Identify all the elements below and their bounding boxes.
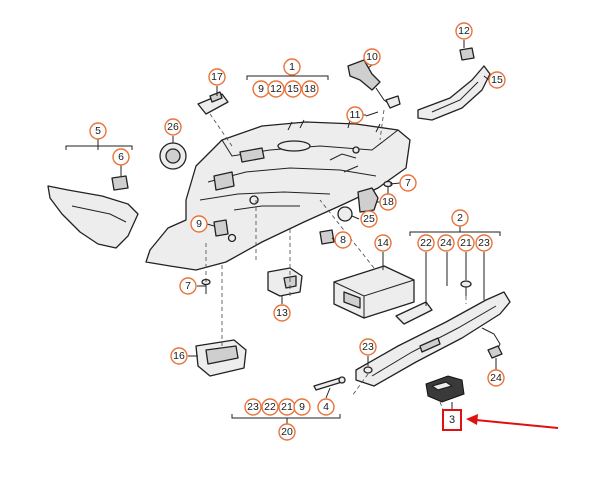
svg-text:1: 1 [289,61,295,73]
callout-5[interactable]: 5 [89,122,107,140]
svg-text:8: 8 [340,234,346,246]
callout-7-left[interactable]: 7 [179,277,197,295]
glovebox-lid-drawing [355,291,511,387]
svg-text:24: 24 [440,237,452,249]
cap-25-drawing [337,206,353,222]
svg-text:17: 17 [211,71,223,83]
clip-8-drawing [319,229,335,245]
callout-15[interactable]: 15 [488,71,506,89]
callout-13[interactable]: 13 [273,304,291,322]
callout-23[interactable]: 23 [359,338,377,356]
callout-1-9[interactable]: 9 [252,80,270,98]
svg-text:7: 7 [185,280,191,292]
svg-text:9: 9 [196,218,202,230]
callout-2[interactable]: 2 [451,209,469,227]
clip-9-drawing [213,219,229,237]
callout-20-21[interactable]: 21 [278,398,296,416]
clip-12-drawing [459,47,475,61]
callout-1[interactable]: 1 [283,58,301,76]
callout-11[interactable]: 11 [346,106,364,124]
callout-25[interactable]: 25 [360,210,378,228]
svg-text:12: 12 [458,25,470,37]
svg-text:7: 7 [405,177,411,189]
svg-text:2: 2 [457,212,463,224]
damper-26-drawing [159,142,187,170]
svg-text:18: 18 [382,196,394,208]
callout-20-9[interactable]: 9 [293,398,311,416]
left-side-cover-drawing [47,185,139,249]
latch-3-drawing [425,375,465,403]
svg-text:21: 21 [460,237,472,249]
group-brackets [65,67,501,424]
box-14-drawing [333,265,415,319]
svg-text:20: 20 [281,426,293,438]
switch-18-drawing [357,187,379,213]
callout-18[interactable]: 18 [379,193,397,211]
callout-4[interactable]: 4 [317,398,335,416]
svg-text:4: 4 [323,401,329,413]
svg-text:10: 10 [366,51,378,63]
callout-16[interactable]: 16 [170,347,188,365]
callout-26[interactable]: 26 [164,118,182,136]
callout-20-23[interactable]: 23 [244,398,262,416]
callout-24[interactable]: 24 [487,369,505,387]
bracket-17-drawing [197,91,229,115]
trim-strip-15-drawing [417,65,491,121]
callout-9[interactable]: 9 [190,215,208,233]
svg-text:9: 9 [299,401,305,413]
svg-text:13: 13 [276,307,288,319]
callout-8[interactable]: 8 [334,231,352,249]
bolt-21-drawing [460,280,472,296]
pin-drawing [313,376,346,391]
svg-text:16: 16 [173,350,185,362]
callout-2-23[interactable]: 23 [475,234,493,252]
svg-text:22: 22 [264,401,276,413]
tray-16-drawing [195,339,247,377]
screw-7-right-drawing [383,180,393,194]
callout-10[interactable]: 10 [363,48,381,66]
callout-2-21[interactable]: 21 [457,234,475,252]
svg-text:22: 22 [420,237,432,249]
callout-20[interactable]: 20 [278,423,296,441]
svg-text:25: 25 [363,213,375,225]
callout-1-15[interactable]: 15 [284,80,302,98]
svg-text:26: 26 [167,121,179,133]
leader-lines [97,40,497,410]
svg-text:3: 3 [449,414,455,426]
pointer-arrow [466,414,559,429]
svg-text:23: 23 [478,237,490,249]
callout-12[interactable]: 12 [455,22,473,40]
svg-text:18: 18 [304,83,316,95]
callout-1-18[interactable]: 18 [301,80,319,98]
callout-3-highlighted[interactable]: 3 [442,409,462,431]
callout-1-12[interactable]: 12 [267,80,285,98]
cable-10-drawing [347,59,401,109]
clip-23-drawing [363,366,373,374]
dashboard-carrier-drawing [145,119,411,271]
holder-13-drawing [267,267,303,297]
svg-text:9: 9 [258,83,264,95]
callout-17[interactable]: 17 [208,68,226,86]
svg-text:11: 11 [350,109,361,121]
svg-text:23: 23 [362,341,374,353]
svg-text:15: 15 [287,83,299,95]
svg-text:6: 6 [118,151,124,163]
svg-text:24: 24 [490,372,502,384]
callout-20-22[interactable]: 22 [261,398,279,416]
bracket-22-drawing [395,301,433,325]
callout-2-24[interactable]: 24 [437,234,455,252]
svg-text:21: 21 [281,401,293,413]
callout-14[interactable]: 14 [374,234,392,252]
svg-text:15: 15 [491,74,503,86]
callout-6[interactable]: 6 [112,148,130,166]
screw-11-drawing [365,111,379,117]
clip-6-drawing [111,175,129,191]
svg-text:23: 23 [247,401,259,413]
svg-text:5: 5 [95,125,101,137]
svg-text:14: 14 [377,237,389,249]
svg-text:12: 12 [270,83,282,95]
callout-2-22[interactable]: 22 [417,234,435,252]
callout-7-right[interactable]: 7 [399,174,417,192]
